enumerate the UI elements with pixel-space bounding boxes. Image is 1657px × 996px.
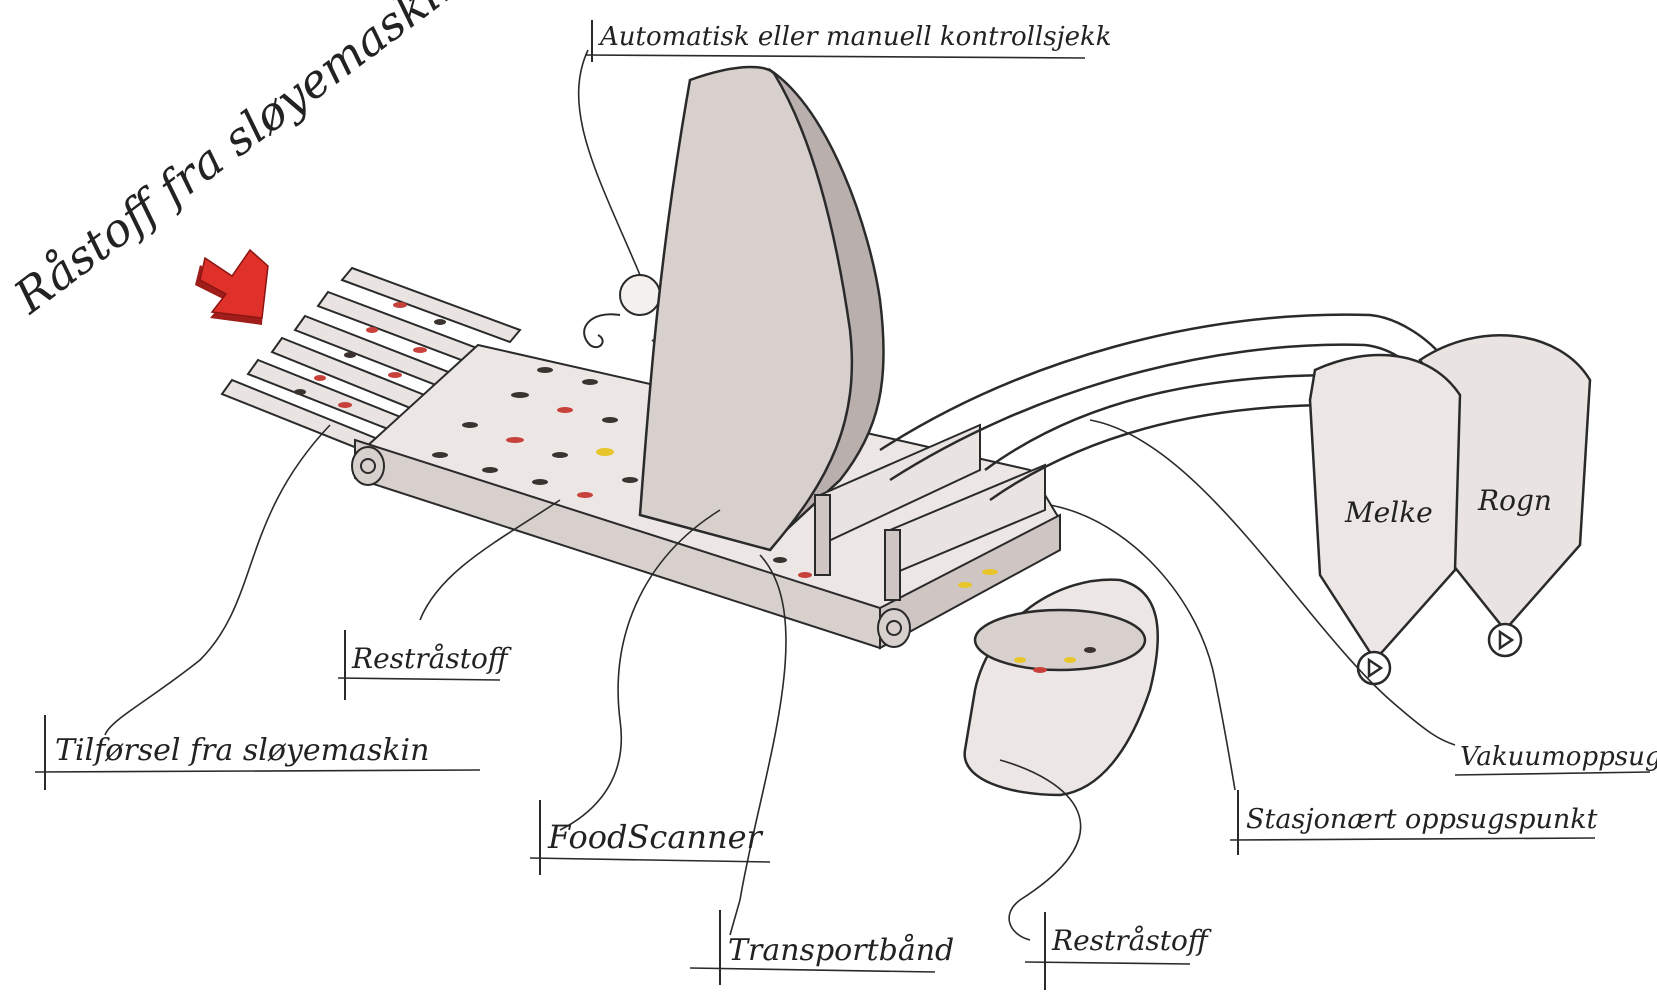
conveyor-roller-left [352,447,384,485]
pump-icon-rogn [1489,624,1521,656]
label-control-check: Automatisk eller manuell kontrollsjekk [585,20,1112,62]
feed-text: Tilførsel fra sløyemaskin [55,733,429,768]
conveyor-roller-right [878,609,910,647]
label-foodscanner: FoodScanner [530,800,770,875]
conveyor-text: Transportbånd [728,933,954,968]
residual-bin [965,580,1158,795]
label-conveyor: Transportbånd [690,910,954,985]
stationary-point-text: Stasjonært oppsugspunkt [1246,804,1598,835]
tank-label-rogn: Rogn [1477,484,1552,517]
label-feed: Tilførsel fra sløyemaskin [35,715,480,790]
pump-icon-melke [1358,652,1390,684]
label-residual-upper: Restråstoff [338,630,512,700]
residual-upper-text: Restråstoff [351,642,512,675]
foodscanner-text: FoodScanner [547,818,764,856]
label-stationary-point: Stasjonært oppsugspunkt [1230,790,1598,855]
label-vacuum: Vakuumoppsug [1455,742,1657,775]
tank-label-melke: Melke [1344,496,1433,529]
control-check-text: Automatisk eller manuell kontrollsjekk [598,22,1112,52]
feed-arrow-icon [195,250,268,325]
vacuum-text: Vakuumoppsug [1460,742,1657,772]
residual-lower-text: Restråstoff [1051,924,1212,957]
label-residual-lower: Restråstoff [1025,912,1212,990]
